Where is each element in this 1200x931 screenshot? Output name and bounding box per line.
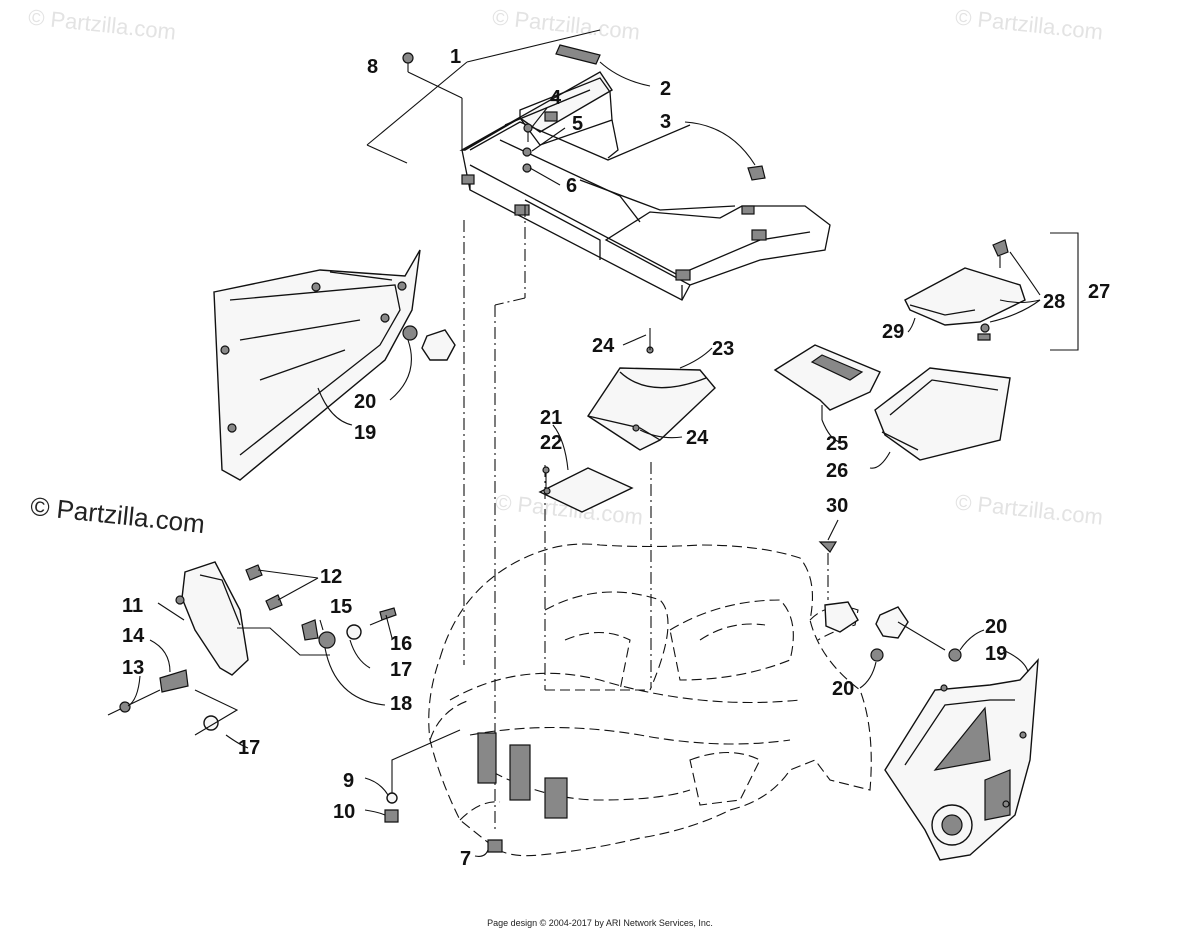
callout-16[interactable]: 16 [390, 633, 412, 655]
callout-8[interactable]: 8 [367, 56, 378, 78]
callout-14[interactable]: 14 [122, 625, 145, 647]
callout-9[interactable]: 9 [343, 770, 354, 792]
leader-19-left [317, 387, 353, 426]
fender-lower-hardware [364, 729, 503, 857]
front-rack [459, 71, 831, 301]
fender-fastener-30 [818, 519, 839, 553]
rack-mount-tab [461, 174, 475, 185]
rack-decal [555, 44, 601, 65]
callout-24-lower[interactable]: 24 [686, 427, 709, 449]
callout-26[interactable]: 26 [826, 460, 848, 482]
callout-24-upper[interactable]: 24 [592, 335, 615, 357]
callout-2[interactable]: 2 [660, 78, 671, 100]
fender-grille-slot [544, 777, 568, 819]
rack-mount-tab [741, 205, 755, 215]
leader-25 [821, 419, 841, 443]
air-duct [587, 328, 716, 451]
callout-17-lower[interactable]: 17 [238, 737, 260, 759]
callout-19-right[interactable]: 19 [985, 643, 1007, 665]
callout-22[interactable]: 22 [540, 432, 562, 454]
right-side-panel [884, 657, 1039, 861]
callout-25[interactable]: 25 [826, 433, 848, 455]
rack-mount-tab [544, 111, 558, 122]
rack-mount-tab [514, 204, 530, 216]
callout-20-right-upper[interactable]: 20 [985, 616, 1007, 638]
fender-grille-slot [477, 732, 497, 784]
rack-mount-tab [751, 229, 767, 241]
callout-27[interactable]: 27 [1088, 281, 1110, 303]
callout-17-upper[interactable]: 17 [390, 659, 412, 681]
callout-19-left[interactable]: 19 [354, 422, 376, 444]
callout-11[interactable]: 11 [122, 595, 143, 617]
callout-23[interactable]: 23 [712, 338, 734, 360]
headlight-leaders [127, 569, 393, 749]
vent-cover [538, 466, 634, 513]
lid-leaders [907, 232, 1079, 351]
front-fender-body [428, 543, 872, 857]
lid-assembly [904, 239, 1026, 341]
callout-5[interactable]: 5 [572, 113, 583, 135]
callout-30[interactable]: 30 [826, 495, 848, 517]
callout-29[interactable]: 29 [882, 321, 904, 343]
callout-6[interactable]: 6 [566, 175, 577, 197]
callout-20-left[interactable]: 20 [354, 391, 376, 413]
headlight-assembly [107, 561, 397, 731]
leader-20-left [389, 339, 412, 401]
leader-26 [869, 451, 891, 469]
callout-12[interactable]: 12 [320, 566, 342, 588]
callout-13[interactable]: 13 [122, 657, 144, 679]
rack-leaders [366, 29, 756, 186]
left-side-panel [213, 249, 421, 481]
callout-21[interactable]: 21 [540, 407, 562, 429]
callout-20-right-lower[interactable]: 20 [832, 678, 854, 700]
duct-leaders [552, 334, 713, 471]
callout-7[interactable]: 7 [460, 848, 471, 870]
right-panel-hardware [859, 606, 1029, 689]
copyright-footer: Page design © 2004-2017 by ARI Network S… [487, 918, 713, 928]
callout-1[interactable]: 1 [450, 46, 461, 68]
callout-3[interactable]: 3 [660, 111, 671, 133]
fender-grille-slot [509, 744, 531, 801]
left-panel-grommet [402, 325, 456, 361]
callout-15[interactable]: 15 [330, 596, 352, 618]
storage-box [874, 367, 1011, 461]
callout-labels: 1 2 3 4 5 6 7 8 9 10 11 12 13 14 15 16 1… [122, 46, 1110, 870]
rack-hardware [402, 52, 766, 181]
alignment-lines [463, 205, 829, 830]
rack-mount-tab [675, 269, 691, 281]
callout-4[interactable]: 4 [550, 87, 562, 109]
callout-18[interactable]: 18 [390, 693, 412, 715]
callout-10[interactable]: 10 [333, 801, 355, 823]
storage-lid [773, 344, 881, 420]
callout-28[interactable]: 28 [1043, 291, 1065, 313]
